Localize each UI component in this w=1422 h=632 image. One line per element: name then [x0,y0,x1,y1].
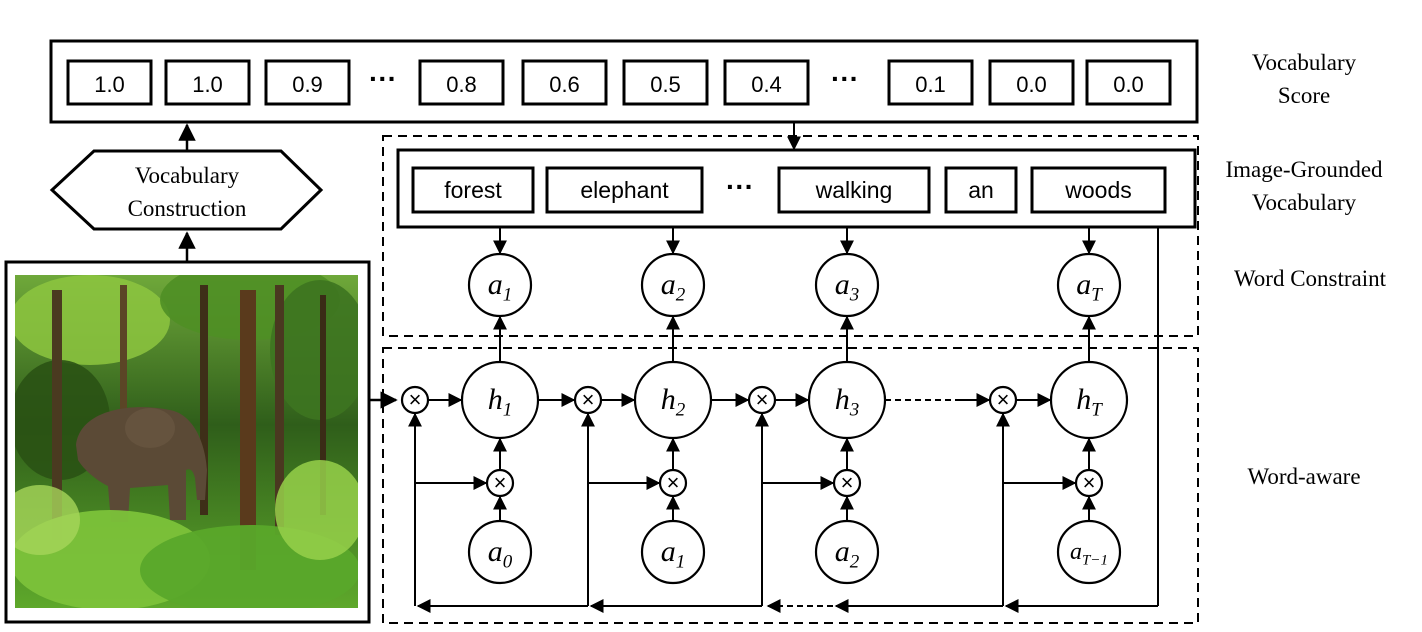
score-value: 0.0 [1113,72,1144,97]
hidden-state-label: hT [1076,383,1103,421]
vocabulary-word-box [777,166,931,214]
attention-node-label-subscript: T [1091,285,1103,306]
score-value: 0.9 [292,72,323,97]
score-box [723,59,810,106]
score-ellipsis: ··· [369,63,397,94]
multiply-node-lower-symbol: × [841,470,854,495]
attention-node [814,252,880,318]
multiply-node-symbol: × [756,387,769,412]
hidden-state-label-subscript: 1 [503,400,513,421]
multiply-node-symbol: × [409,387,422,412]
score-box [66,59,153,106]
score-value: 0.0 [1016,72,1047,97]
vocabulary-word: woods [1064,177,1131,203]
vocabulary-score-panel: 1.0 1.0 0.9 0.8 0.6 0.5 0.4 0.1 0.0 0.0 ··· ··· [49,39,1199,124]
score-box [988,59,1075,106]
vocabulary-word-box [1030,166,1167,214]
vocabulary-word-box [545,166,704,214]
score-box [264,59,351,106]
attention-node [467,252,533,318]
score-value: 0.1 [915,72,946,97]
score-value: 1.0 [94,72,125,97]
multiply-node-symbol: × [582,387,595,412]
multiply-node-lower [658,468,688,498]
vocabulary-word-box [944,166,1018,214]
word-constraint-label: Word Constraint [1234,266,1387,291]
hidden-state-label: h2 [661,383,686,421]
hidden-state-node [1049,360,1129,440]
score-box [164,59,251,106]
attention-node-label-subscript: 3 [849,285,860,306]
vocabulary-score-label-line1: Vocabulary [1252,50,1357,75]
word-constraint-region [382,135,1199,337]
hidden-state-label-subscript: 2 [676,400,686,421]
vocabulary-word: walking [815,177,893,203]
input-attention-label-subscript: 0 [503,552,513,573]
forest-elephant-photo [15,275,358,608]
score-boxes: 1.0 1.0 0.9 0.8 0.6 0.5 0.4 0.1 0.0 0.0 ··· ··· [66,59,1172,106]
vocabulary-construction-label-line2: Construction [128,196,247,221]
grounded-vocabulary-label-line2: Vocabulary [1252,190,1357,215]
vocabulary-word: elephant [580,177,669,203]
vocabulary-construction-label-line1: Vocabulary [135,163,240,188]
vocabulary-construction-hexagon [49,149,324,231]
word-aware-label: Word-aware [1247,464,1360,489]
input-attention-node [814,519,880,585]
input-attention-node [640,519,706,585]
word-boxes: forest elephant walking an woods ··· [411,166,1167,214]
hidden-state-label-subscript: 3 [849,400,860,421]
score-value: 0.4 [751,72,782,97]
vocabulary-word-box [411,166,535,214]
word-aware-region [382,347,1199,624]
vocabulary-word: an [968,177,994,203]
multiply-node-lower [832,468,862,498]
input-attention-label-subscript: T−1 [1082,552,1108,568]
attention-node-label-subscript: 1 [503,285,513,306]
score-box [622,59,709,106]
vocabulary-score-label-line2: Score [1278,83,1330,108]
attention-node-label: aT [1076,268,1103,306]
attention-node-label-subscript: 2 [676,285,686,306]
score-box [1085,59,1172,106]
score-value: 0.8 [446,72,477,97]
multiply-node-lower [485,468,515,498]
attention-node [1056,252,1122,318]
vocabulary-word: forest [444,177,502,203]
multiply-node-lower-symbol: × [1083,470,1096,495]
hidden-state-label-subscript: T [1091,400,1103,421]
grounded-vocabulary-label-line1: Image-Grounded [1225,157,1383,182]
input-attention-label-subscript: 1 [676,552,686,573]
score-box [887,59,974,106]
input-attention-label: a1 [661,535,686,573]
vocabulary-score-frame [49,39,1199,124]
input-attention-label-subscript: 2 [850,552,860,573]
input-attention-node [1056,519,1122,585]
input-image [4,260,371,624]
multiply-node-symbol: × [997,387,1010,412]
score-value: 0.6 [549,72,580,97]
multiply-node-lower-symbol: × [667,470,680,495]
input-attention-node [467,519,533,585]
word-ellipsis: ··· [726,171,754,202]
score-ellipsis: ··· [831,63,859,94]
score-box [521,59,608,106]
multiply-node-lower-symbol: × [494,470,507,495]
score-value: 1.0 [192,72,223,97]
attention-node [640,252,706,318]
score-box [418,59,505,106]
score-value: 0.5 [650,72,681,97]
multiply-node [400,385,430,415]
multiply-node-lower [1074,468,1104,498]
